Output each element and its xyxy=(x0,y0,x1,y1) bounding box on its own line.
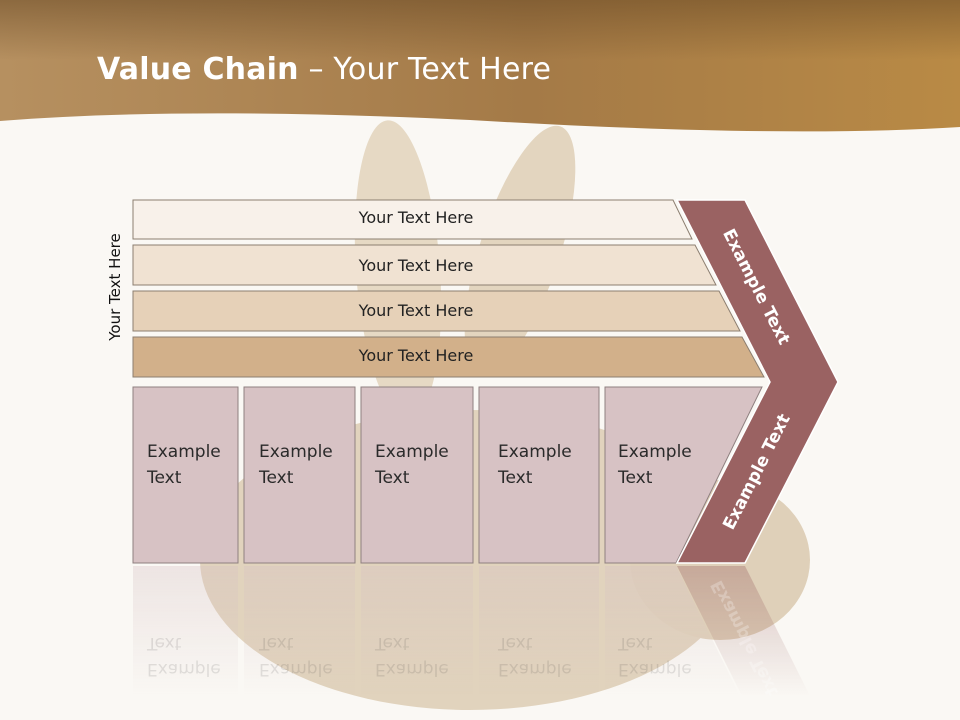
primary-columns xyxy=(132,386,763,564)
margin-chevron xyxy=(675,199,839,564)
title-bold: Value Chain xyxy=(97,52,299,87)
primary-column-1 xyxy=(132,386,239,564)
primary-column-2 xyxy=(243,386,356,564)
primary-column-5-text: Example Text xyxy=(618,439,728,491)
reflection-text-2-line2: Text xyxy=(259,633,294,653)
support-bar-1 xyxy=(132,199,693,240)
reflection-text-2: Example Text xyxy=(259,630,369,682)
side-label: Your Text Here xyxy=(106,233,124,341)
slide-title: Value Chain – Your Text Here xyxy=(97,52,551,87)
reflection-text-4-line1: Example xyxy=(498,659,572,679)
support-bars xyxy=(132,199,765,378)
support-bar-3 xyxy=(132,290,741,332)
title-rest: – Your Text Here xyxy=(298,52,552,87)
primary-column-3-text: Example Text xyxy=(375,439,485,491)
reflection-text-5: Example Text xyxy=(618,630,728,682)
reflection-text-3-line2: Text xyxy=(375,633,410,653)
primary-column-2-line1: Example xyxy=(259,442,333,462)
primary-column-4-text: Example Text xyxy=(498,439,608,491)
support-bar-3-label: Your Text Here xyxy=(358,301,474,320)
reflection-text-1-line1: Example xyxy=(147,659,221,679)
support-bar-2-label: Your Text Here xyxy=(358,256,474,275)
primary-column-1-line2: Text xyxy=(147,468,182,488)
primary-column-4 xyxy=(478,386,600,564)
support-bar-2 xyxy=(132,244,717,286)
primary-column-5-line2: Text xyxy=(618,468,653,488)
primary-column-4-line1: Example xyxy=(498,442,572,462)
reflection-text-4: Example Text xyxy=(498,630,608,682)
primary-column-5 xyxy=(604,386,763,564)
primary-column-2-line2: Text xyxy=(259,468,294,488)
reflection-text-1-line2: Text xyxy=(147,633,182,653)
primary-column-3-line2: Text xyxy=(375,468,410,488)
support-bar-1-label: Your Text Here xyxy=(358,208,474,227)
reflection xyxy=(133,566,810,696)
primary-column-4-line2: Text xyxy=(498,468,533,488)
reflection-text-3-line1: Example xyxy=(375,659,449,679)
reflection-text-1: Example Text xyxy=(147,630,257,682)
primary-column-2-text: Example Text xyxy=(259,439,369,491)
reflection-text-5-line2: Text xyxy=(618,633,653,653)
support-bar-4 xyxy=(132,336,765,378)
primary-column-1-line1: Example xyxy=(147,442,221,462)
support-bar-4-label: Your Text Here xyxy=(358,346,474,365)
reflection-text-2-line1: Example xyxy=(259,659,333,679)
primary-column-3 xyxy=(360,386,474,564)
primary-column-3-line1: Example xyxy=(375,442,449,462)
reflection-text-3: Example Text xyxy=(375,630,485,682)
primary-column-1-text: Example Text xyxy=(147,439,257,491)
reflection-text-4-line2: Text xyxy=(498,633,533,653)
reflection-text-5-line1: Example xyxy=(618,659,692,679)
primary-column-5-line1: Example xyxy=(618,442,692,462)
